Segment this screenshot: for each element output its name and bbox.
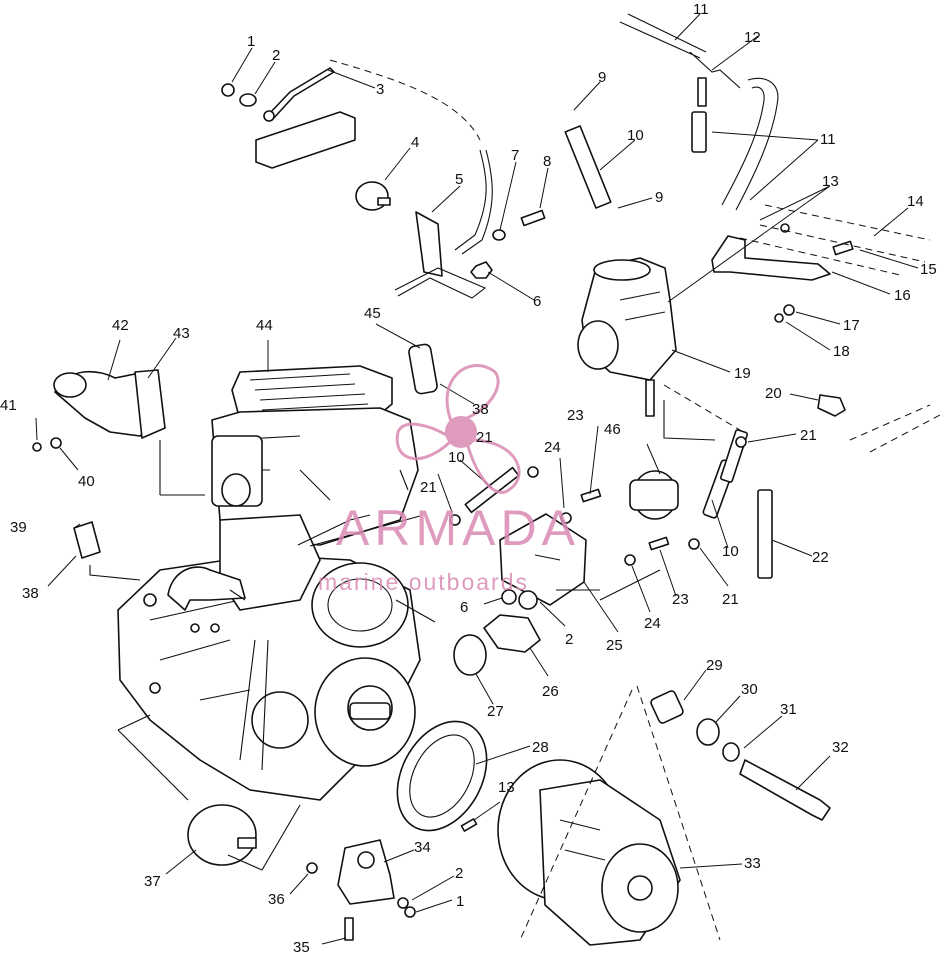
callout-6: 6 <box>533 293 541 310</box>
callout-36: 36 <box>268 891 285 908</box>
callout-29: 29 <box>706 657 723 674</box>
callout-12: 12 <box>744 29 761 46</box>
callout-39: 39 <box>10 519 27 536</box>
callout-16: 16 <box>894 287 911 304</box>
callout-9: 9 <box>598 69 606 86</box>
hose-10-top <box>564 125 612 209</box>
callout-41: 41 <box>0 397 17 414</box>
callout-40: 40 <box>78 473 95 490</box>
washer-30 <box>696 718 720 746</box>
callout-3: 3 <box>376 81 384 98</box>
washer-31 <box>722 742 740 762</box>
callout-35: 35 <box>293 939 310 955</box>
callout-2: 2 <box>455 865 463 882</box>
callout-42: 42 <box>112 317 129 334</box>
fitting-45 <box>408 343 438 395</box>
callout-10: 10 <box>448 449 465 466</box>
callout-17: 17 <box>843 317 860 334</box>
pump-26 <box>483 614 541 653</box>
callout-13: 13 <box>498 779 515 796</box>
callout-11: 11 <box>820 131 836 148</box>
callout-6: 6 <box>460 599 468 616</box>
callout-5: 5 <box>455 171 463 188</box>
callout-2: 2 <box>272 47 280 64</box>
hose-11-bend <box>721 86 765 206</box>
callout-20: 20 <box>765 385 782 402</box>
callout-11: 11 <box>693 1 709 18</box>
callout-33: 33 <box>744 855 761 872</box>
propeller-logo-icon <box>395 364 521 494</box>
clamp-27 <box>453 634 487 676</box>
hose-11-small <box>691 111 707 153</box>
gasket-28 <box>396 720 488 832</box>
callout-25: 25 <box>606 637 623 654</box>
callout-24: 24 <box>644 615 661 632</box>
callout-32: 32 <box>832 739 849 756</box>
callout-45: 45 <box>364 305 381 322</box>
bracket-16 <box>711 223 854 323</box>
callout-31: 31 <box>780 701 797 718</box>
callout-21: 21 <box>420 479 437 496</box>
callout-46: 46 <box>604 421 621 438</box>
screw-41 <box>32 442 42 452</box>
callout-19: 19 <box>734 365 751 382</box>
bolt-32 <box>739 759 831 821</box>
callout-30: 30 <box>741 681 758 698</box>
callout-13: 13 <box>822 173 839 190</box>
callout-28: 28 <box>532 739 549 756</box>
fitting-20 <box>817 394 846 417</box>
upper-mount-assembly <box>221 67 546 279</box>
callout-26: 26 <box>542 683 559 700</box>
callout-24: 24 <box>544 439 561 456</box>
callout-9: 9 <box>655 189 663 206</box>
mount-34 <box>337 839 395 905</box>
leader-lines <box>35 13 919 945</box>
callout-23: 23 <box>672 591 689 608</box>
spacer-29 <box>650 690 684 724</box>
callout-37: 37 <box>144 873 161 890</box>
callout-7: 7 <box>511 147 519 164</box>
sleeve-39 <box>73 521 101 559</box>
callout-8: 8 <box>543 153 551 170</box>
callout-21: 21 <box>800 427 817 444</box>
callout-15: 15 <box>920 261 937 278</box>
callout-14: 14 <box>907 193 924 210</box>
mount-37 <box>187 804 257 866</box>
callout-23: 23 <box>567 407 584 424</box>
callout-38: 38 <box>472 401 489 418</box>
watermark-tagline: marine outboards <box>318 569 529 595</box>
throttle-cable <box>619 13 741 89</box>
callout-21: 21 <box>722 591 739 608</box>
callout-34: 34 <box>414 839 431 856</box>
callout-10: 10 <box>627 127 644 144</box>
callout-18: 18 <box>833 343 850 360</box>
callout-27: 27 <box>487 703 504 720</box>
callout-2: 2 <box>565 631 573 648</box>
coupler-housing-33 <box>497 759 681 946</box>
callout-21: 21 <box>476 429 493 446</box>
engine-block <box>117 365 421 801</box>
callout-1: 1 <box>247 33 255 50</box>
callout-4: 4 <box>411 134 419 151</box>
callout-44: 44 <box>256 317 273 334</box>
callout-38: 38 <box>22 585 39 602</box>
washer-40 <box>50 437 62 449</box>
callout-43: 43 <box>173 325 190 342</box>
watermark: ARMADA marine outboards <box>318 364 580 595</box>
watermark-brand: ARMADA <box>336 500 580 556</box>
callout-22: 22 <box>812 549 829 566</box>
air-intake-boot <box>53 369 166 439</box>
callout-10: 10 <box>722 543 739 560</box>
callout-1: 1 <box>456 893 464 910</box>
carburetor <box>577 257 677 417</box>
